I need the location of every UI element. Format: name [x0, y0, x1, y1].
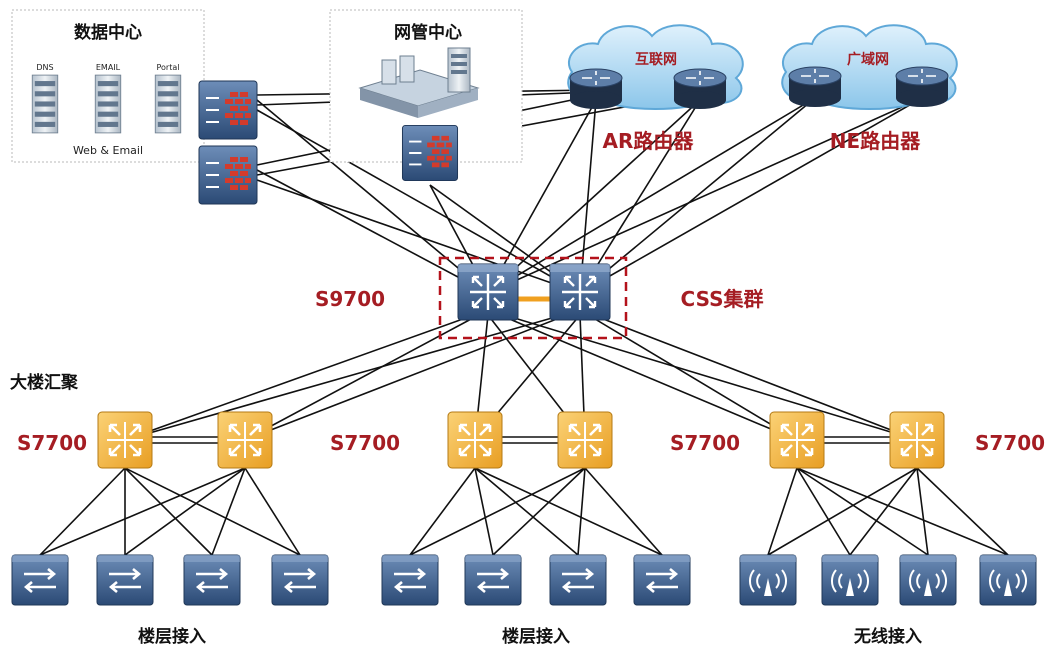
email-server-icon: [94, 74, 122, 134]
s7700-label-1: S7700: [17, 431, 87, 455]
nms-center-title: 网管中心: [394, 22, 462, 43]
wireless-access-label: 无线接入: [853, 626, 922, 647]
ne-router-1: [788, 66, 842, 108]
internet-cloud-label: 互联网: [635, 52, 677, 68]
dns-server-icon: [31, 74, 59, 134]
wireless-ap-3: [899, 554, 957, 606]
data-center-firewall-1: [198, 80, 258, 140]
core-switch-label: S9700: [315, 287, 385, 311]
floor-access-switch-3: [182, 553, 242, 607]
ne-router-2: [895, 66, 949, 108]
ar-router-2: [673, 68, 727, 110]
floor-access-label-1: 楼层接入: [138, 626, 206, 647]
aggregation-title: 大楼汇聚: [10, 372, 79, 393]
floor-access-switch-8: [632, 553, 692, 607]
wireless-ap-1: [739, 554, 797, 606]
floor-access-switch-2: [95, 553, 155, 607]
ar-router-label: AR路由器: [603, 129, 695, 153]
portal-server-icon: [154, 74, 182, 134]
floor-access-switch-4: [270, 553, 330, 607]
data-center-firewall-2: [198, 145, 258, 205]
aggregation-switch-1: [96, 410, 154, 470]
aggregation-switch-6: [888, 410, 946, 470]
data-center-panel: 数据中心 DNS EMAIL Portal Web & Email: [11, 9, 205, 163]
nms-firewall: [401, 124, 459, 182]
links-aggregation-to-access: [39, 467, 1009, 556]
aggregation-switch-3: [446, 410, 504, 470]
management-station-icon: [358, 47, 480, 118]
core-switch-2: [548, 262, 612, 322]
wireless-ap-4: [979, 554, 1037, 606]
aggregation-switch-4: [556, 410, 614, 470]
core-cluster: [438, 256, 628, 340]
s7700-label-2: S7700: [330, 431, 400, 455]
links-aggregation-pairs: [152, 436, 890, 444]
css-cluster-label: CSS集群: [681, 287, 764, 311]
s7700-label-4: S7700: [975, 431, 1045, 455]
email-server-label: EMAIL: [96, 63, 121, 72]
floor-access-switch-5: [380, 553, 440, 607]
wan-cloud-label: 广域网: [847, 51, 889, 68]
aggregation-switch-2: [216, 410, 274, 470]
floor-access-switch-7: [548, 553, 608, 607]
ar-router-1: [569, 68, 623, 110]
data-center-title: 数据中心: [74, 22, 142, 43]
core-switch-1: [456, 262, 520, 322]
portal-server-label: Portal: [157, 63, 180, 72]
ne-router-label: NE路由器: [830, 129, 921, 153]
floor-access-switch-6: [463, 553, 523, 607]
floor-access-label-2: 楼层接入: [502, 626, 570, 647]
web-email-caption: Web & Email: [73, 144, 143, 157]
floor-access-switch-1: [10, 553, 70, 607]
s7700-label-3: S7700: [670, 431, 740, 455]
wireless-ap-2: [821, 554, 879, 606]
aggregation-switch-5: [768, 410, 826, 470]
css-cluster-boundary: [438, 256, 628, 340]
dns-server-label: DNS: [36, 63, 53, 72]
